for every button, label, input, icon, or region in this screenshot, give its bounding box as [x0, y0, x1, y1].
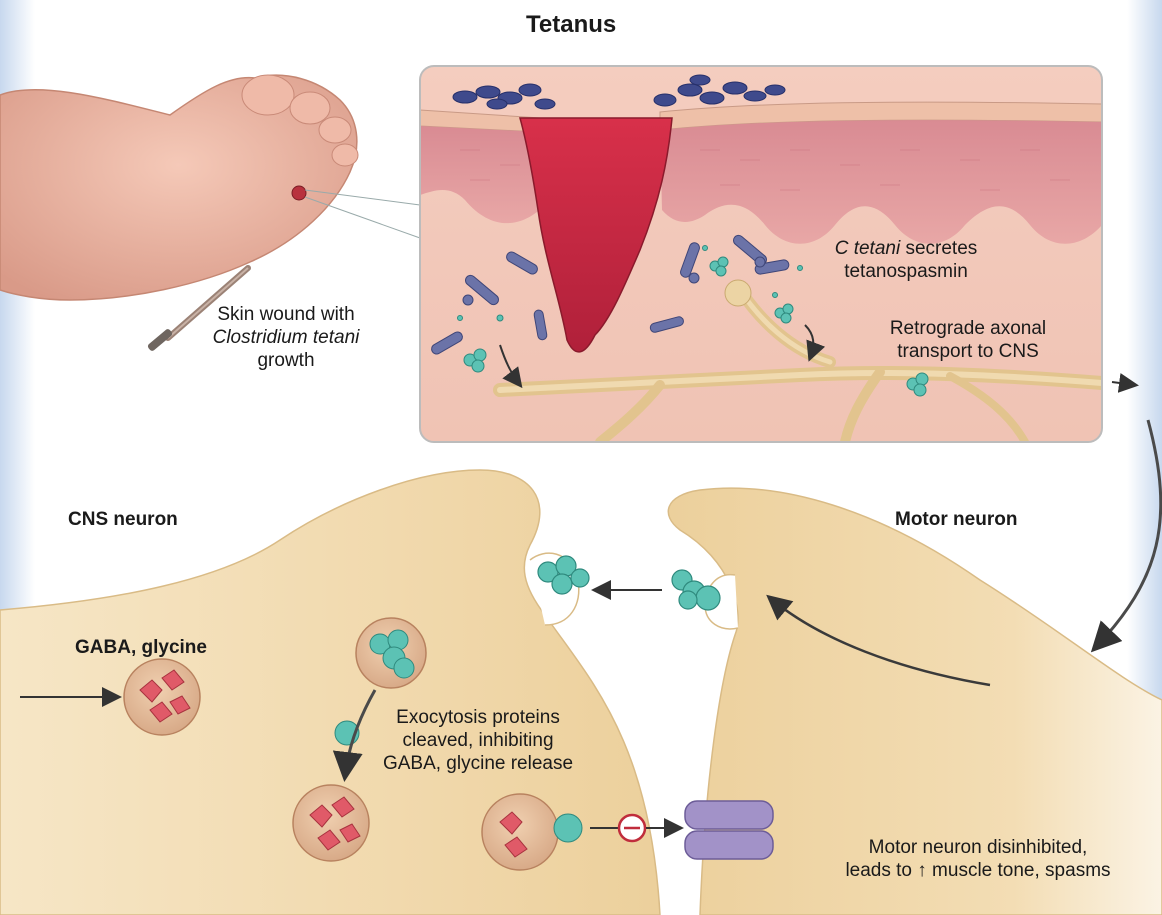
wound-label-line1: Skin wound with: [196, 303, 376, 326]
secretes-label-line2: tetanospasmin: [806, 260, 1006, 283]
disinhibited-label: Motor neuron disinhibited, leads to ↑ mu…: [798, 836, 1158, 882]
exocytosis-label-line3: GABA, glycine release: [368, 752, 588, 775]
disinhibited-label-line2: leads to ↑ muscle tone, spasms: [798, 859, 1158, 882]
cns-neuron-label: CNS neuron: [68, 508, 178, 531]
skin-cross-section: [420, 66, 1135, 442]
transport-label: Retrograde axonal transport to CNS: [858, 317, 1078, 363]
exocytosis-label-line1: Exocytosis proteins: [368, 706, 588, 729]
secretes-label: C tetani secretes tetanospasmin: [806, 237, 1006, 283]
disinhibited-label-line1: Motor neuron disinhibited,: [798, 836, 1158, 859]
secretes-label-organism: C tetani: [835, 238, 900, 259]
exocytosis-label-line2: cleaved, inhibiting: [368, 729, 588, 752]
wound-label-line2: Clostridium tetani: [196, 326, 376, 349]
page-title: Tetanus: [526, 10, 616, 40]
exocytosis-label: Exocytosis proteins cleaved, inhibiting …: [368, 706, 588, 775]
neurotransmitter-label: GABA, glycine: [75, 636, 207, 659]
wound-label: Skin wound with Clostridium tetani growt…: [196, 303, 376, 372]
secretes-label-verb: secretes: [900, 238, 977, 259]
transport-label-line1: Retrograde axonal: [858, 317, 1078, 340]
motor-neuron-label: Motor neuron: [895, 508, 1017, 531]
wound-label-line3: growth: [196, 349, 376, 372]
transport-label-line2: transport to CNS: [858, 340, 1078, 363]
